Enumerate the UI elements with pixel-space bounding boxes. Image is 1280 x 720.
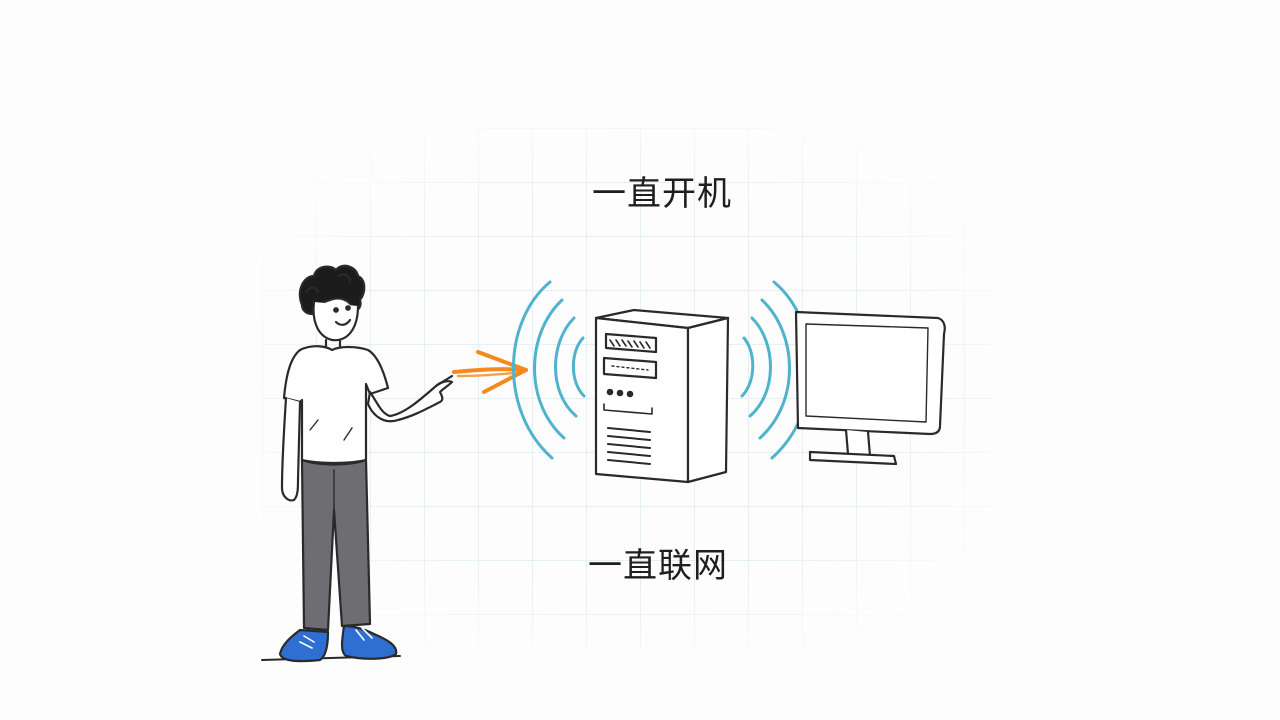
signal-waves-left-icon xyxy=(512,280,586,460)
monitor-icon xyxy=(794,310,946,466)
person-figure xyxy=(278,264,454,663)
pointing-arrow-icon xyxy=(452,350,528,394)
pc-tower-icon xyxy=(594,308,730,484)
caption-always-on: 一直开机 xyxy=(592,174,732,214)
caption-always-online: 一直联网 xyxy=(588,546,728,586)
person-left-shoe xyxy=(278,628,330,663)
person-pants xyxy=(300,458,372,632)
person-left-arm xyxy=(280,396,302,502)
person-shirt xyxy=(282,345,390,465)
person-right-shoe xyxy=(340,624,398,660)
person-pointing-arm xyxy=(366,380,454,423)
